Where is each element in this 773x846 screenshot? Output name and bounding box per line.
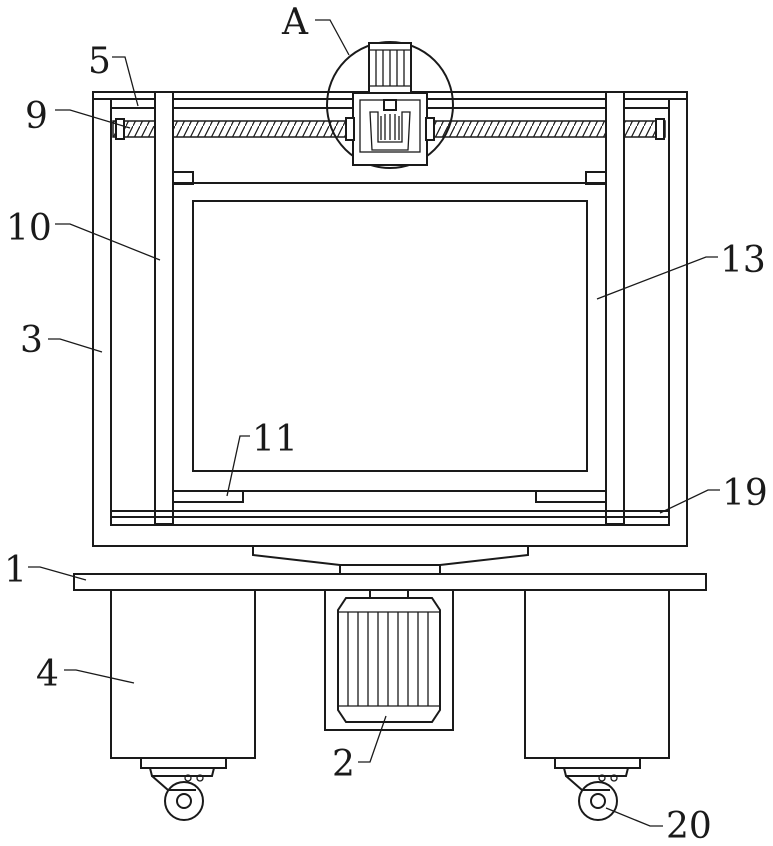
label-2: 2 bbox=[332, 744, 355, 785]
label-3: 3 bbox=[20, 320, 43, 361]
guide-post-right bbox=[606, 92, 624, 524]
base-plate bbox=[74, 574, 706, 590]
detail-a-assembly bbox=[327, 42, 453, 168]
label-11: 11 bbox=[252, 419, 298, 460]
label-10: 10 bbox=[6, 208, 52, 249]
left-leg-box bbox=[111, 590, 255, 758]
turntable bbox=[253, 546, 528, 574]
label-5: 5 bbox=[88, 41, 111, 82]
label-20: 20 bbox=[666, 806, 712, 846]
label-13: 13 bbox=[720, 240, 766, 281]
label-9: 9 bbox=[25, 96, 48, 137]
label-19: 19 bbox=[722, 473, 768, 514]
bottom-rail bbox=[111, 491, 669, 517]
caster-left bbox=[141, 758, 226, 820]
guide-post-left bbox=[155, 92, 173, 524]
right-leg-box bbox=[525, 590, 669, 758]
label-4: 4 bbox=[36, 654, 59, 695]
caster-right bbox=[555, 758, 640, 820]
label-1: 1 bbox=[4, 550, 27, 591]
label-A: A bbox=[281, 2, 309, 43]
bottom-motor bbox=[325, 590, 453, 730]
